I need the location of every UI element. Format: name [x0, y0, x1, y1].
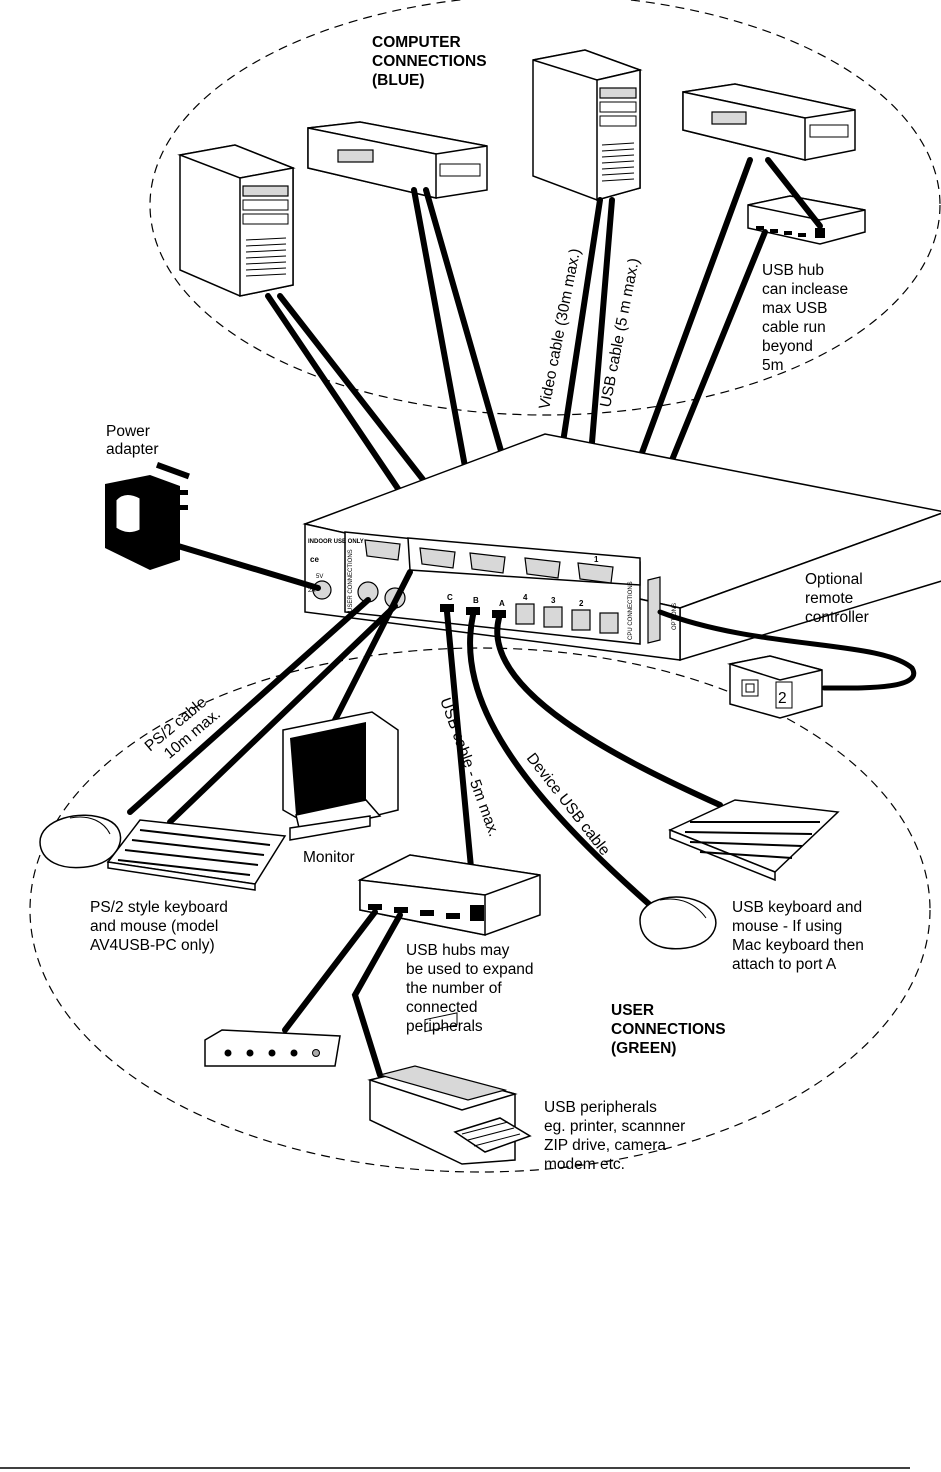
cable-ps2-mouse [127, 597, 371, 815]
usb-hubs-note: USB hubs may be used to expand the numbe… [406, 942, 538, 1035]
cable-usb-hub [444, 609, 478, 913]
power-adapter-label: Power adapter [106, 423, 159, 458]
cpu-connections-panel-label: CPU CONNECTIONS [628, 581, 634, 640]
usb-keyboard-label: USB keyboard and mouse - If using Mac ke… [732, 899, 868, 973]
user-connections-panel-label: USER CONNECTIONS [348, 549, 354, 612]
amps-label: 2A [308, 588, 315, 594]
computer-connections-title: COMPUTER CONNECTIONS (BLUE) [372, 34, 491, 89]
usb-keyboard [668, 799, 840, 882]
port-label-3: 3 [551, 596, 556, 605]
cable-ps2-keyboard [167, 603, 398, 825]
computer-connections-region [149, 0, 941, 416]
cable-remote [657, 609, 917, 691]
usb-peripherals-label: USB peripherals eg. printer, scannner ZI… [544, 1099, 690, 1173]
port-label-a: A [499, 599, 505, 608]
user-connections-title: USER CONNECTIONS (GREEN) [611, 1002, 730, 1057]
desktop-computer-1 [307, 121, 488, 199]
ps2-keyboard [106, 819, 287, 891]
cable-power [175, 543, 321, 591]
monitor [282, 711, 399, 841]
cable-monitor [332, 569, 413, 723]
kvm-switch-unit [302, 433, 941, 662]
voltage-label: 5V [316, 574, 323, 580]
monitor-label: Monitor [303, 849, 355, 866]
cable-usb-mouse [467, 612, 653, 908]
cable-desktop2-hub [765, 157, 823, 229]
tower-computer-2 [532, 49, 643, 201]
port-label-4: 4 [523, 593, 528, 602]
power-adapter [105, 462, 190, 570]
usb-mouse [639, 896, 717, 950]
cable-hub-modem [282, 909, 378, 1033]
user-connections-region [29, 647, 931, 1173]
desktop-computer-2 [682, 83, 856, 161]
indoor-label-1: INDOOR USE ONLY [308, 539, 364, 545]
ce-mark: ce [310, 555, 319, 564]
modem [204, 1029, 341, 1067]
port-label-c: C [447, 593, 453, 602]
tower-computer-1 [177, 144, 296, 297]
device-usb-cable-label: Device USB cable [523, 750, 613, 859]
port-label-b: B [473, 596, 479, 605]
remote-controller [727, 655, 823, 719]
cable-hub-printer [351, 912, 403, 1078]
usb-hub-note: USB hub can inclease max USB cable run b… [762, 262, 852, 374]
ps2-mouse [39, 814, 122, 869]
remote-display-digit: 2 [778, 690, 787, 707]
port-label-2: 2 [579, 599, 584, 608]
usb-hub-bottom [357, 854, 541, 936]
port-label-1: 1 [594, 555, 599, 564]
ps2-keyboard-label: PS/2 style keyboard and mouse (model AV4… [90, 899, 232, 954]
printer [367, 1012, 532, 1165]
optional-remote-label: Optional remote controller [805, 571, 869, 626]
cable-usb-keyboard [494, 615, 723, 808]
video-cable-label: Video cable (30m max.) [536, 247, 584, 411]
